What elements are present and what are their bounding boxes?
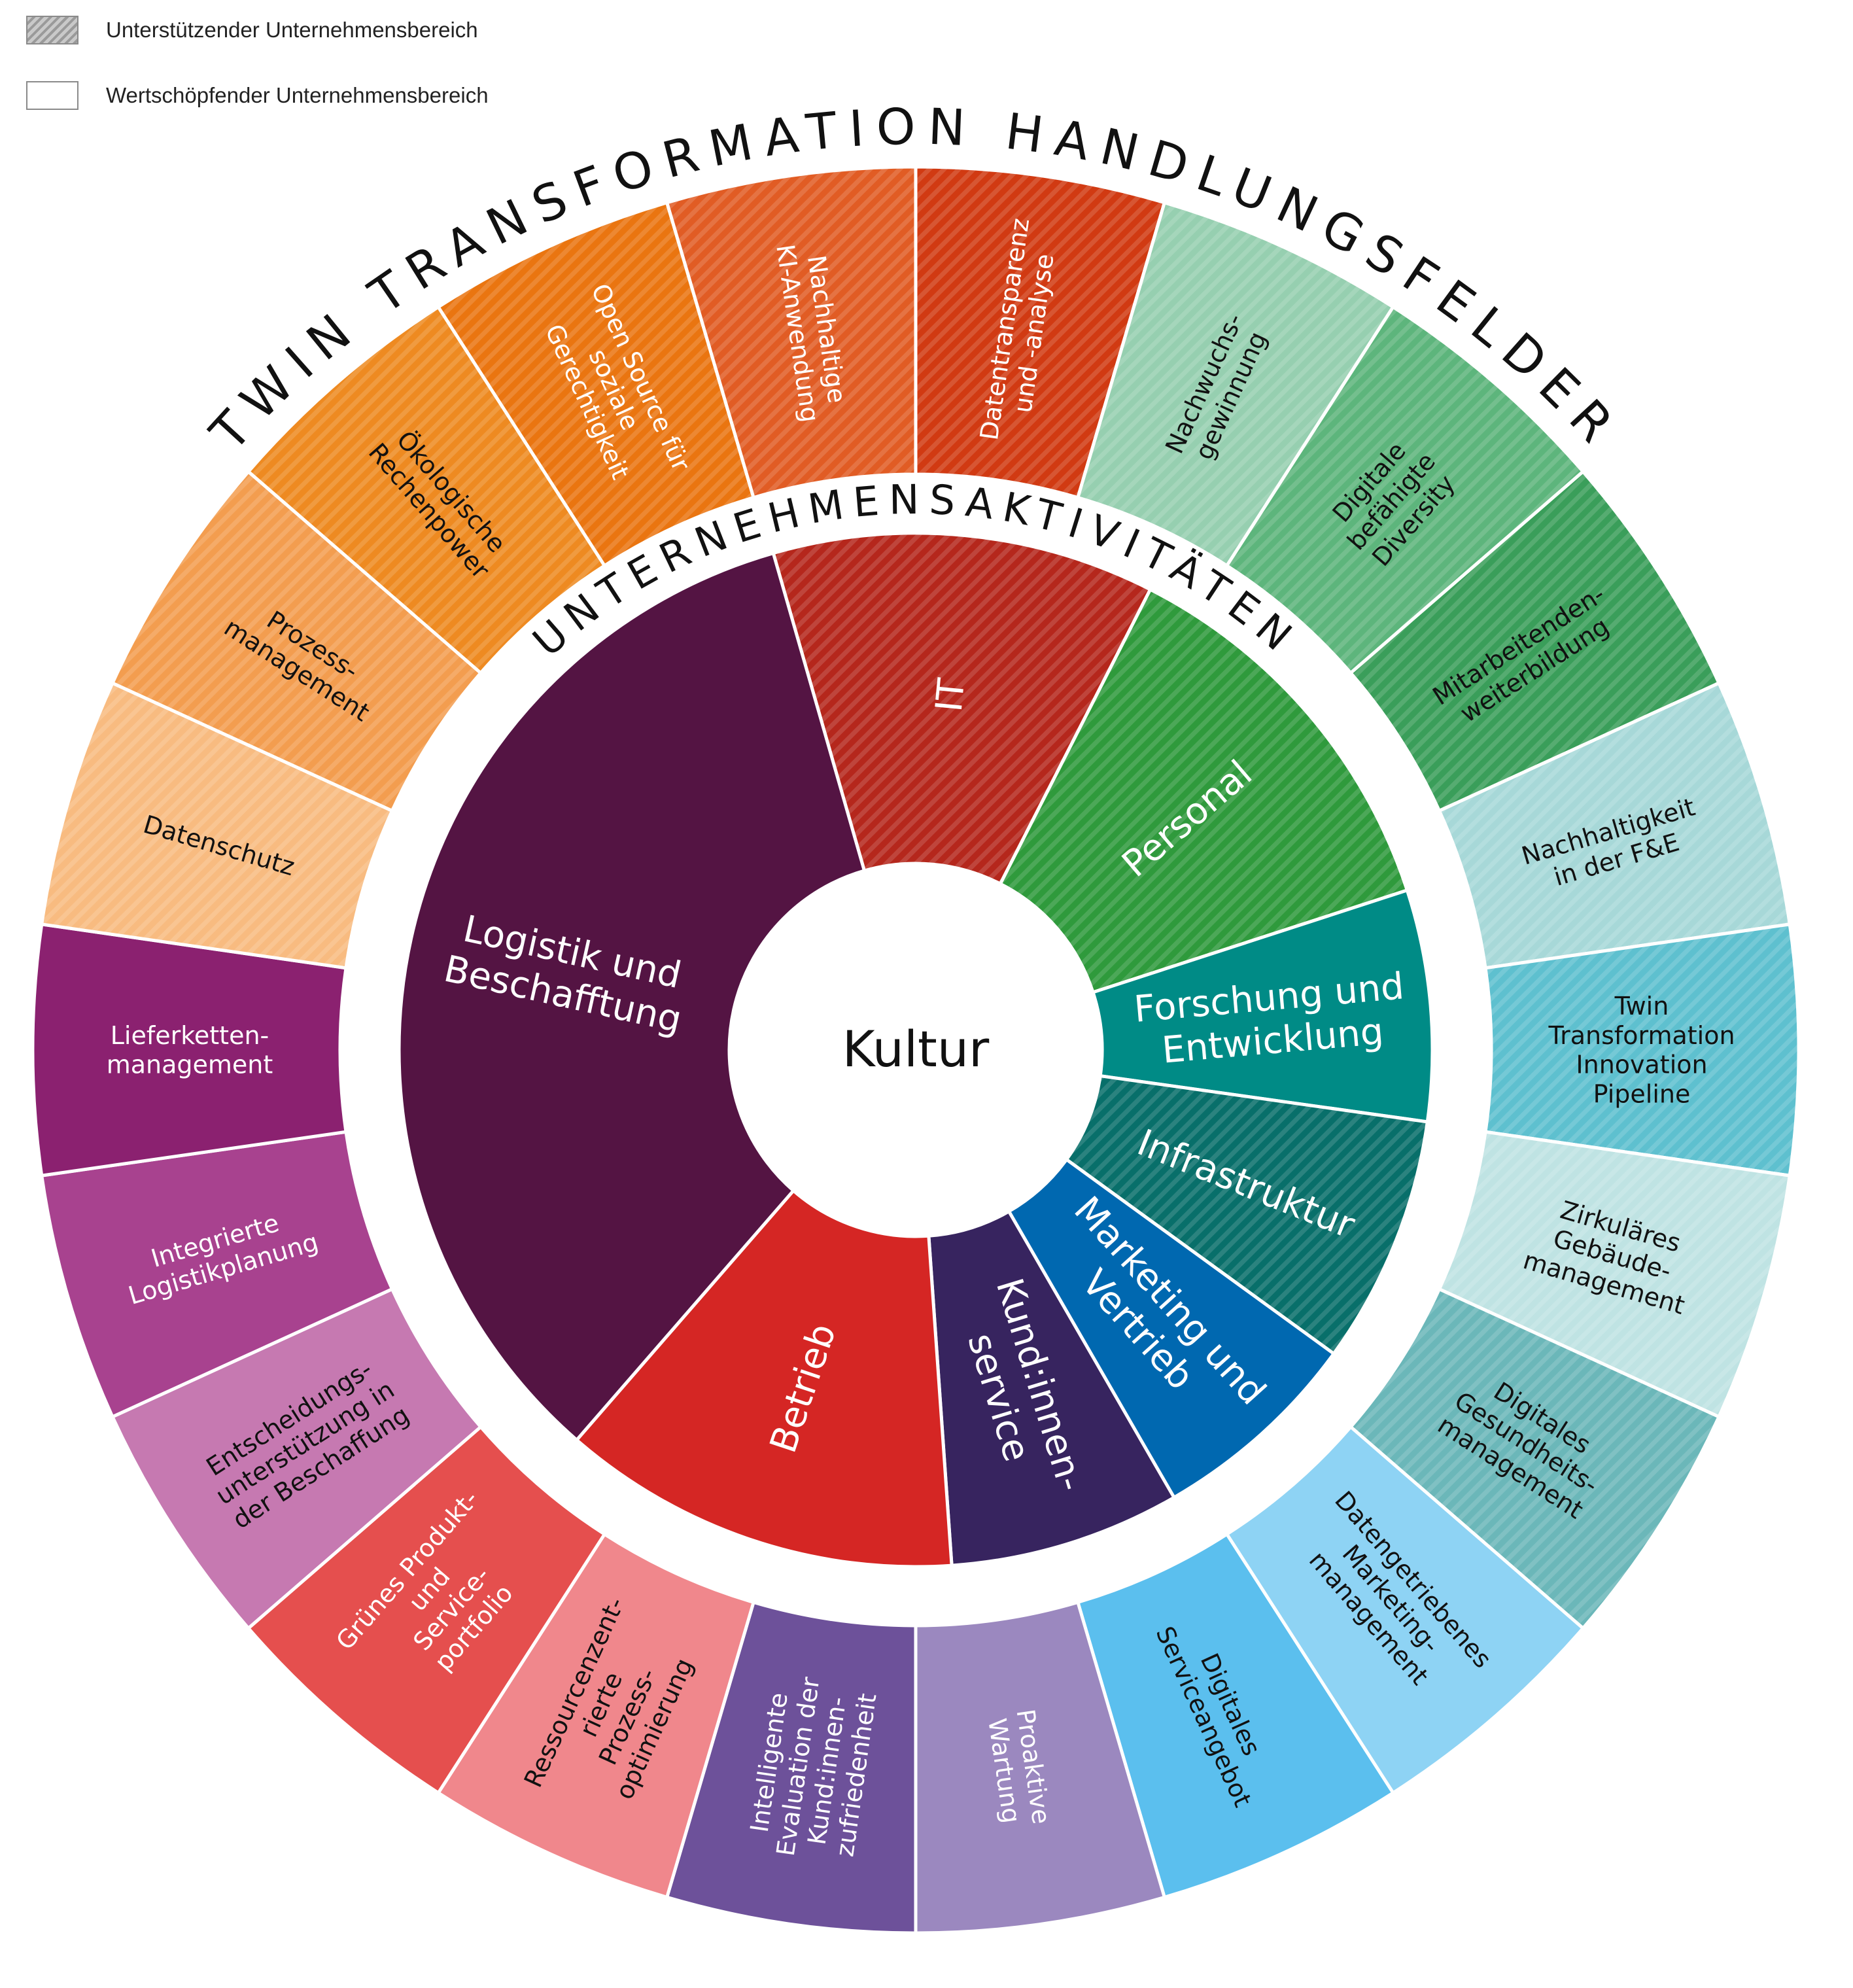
segment-kund-innen-service: Kund:innen-service — [927, 1209, 1177, 1567]
segment-digitales-serviceangebot: DigitalesServiceangebot — [1075, 1531, 1396, 1900]
center-label: Kultur — [842, 1020, 990, 1078]
hatch-overlay — [1351, 1289, 1720, 1629]
plain-swatch-icon — [26, 81, 78, 110]
hatch-overlay — [1439, 1132, 1790, 1417]
segment-forschung-und-entwicklung: Forschung undEntwicklung — [1090, 888, 1434, 1124]
hatch-overlay — [438, 202, 754, 566]
hatch-overlay — [667, 167, 916, 498]
segment-digitales-gesundheits-management: DigitalesGesundheits-management — [1348, 1287, 1722, 1631]
hatch-overlay — [1066, 1075, 1428, 1354]
segment-logistik-und-beschafftung: Logistik undBeschafftung — [397, 551, 867, 1442]
hatch-overlay — [248, 307, 605, 673]
center-circle — [729, 863, 1102, 1236]
hatch-overlay — [1485, 924, 1799, 1176]
segment-zirkuläres-gebäude-management: ZirkuläresGebäude-management — [1437, 1130, 1792, 1420]
hatch-overlay — [1351, 471, 1720, 811]
segment-intelligente-evaluation-der-kund-innen-zufriedenheit: IntelligenteEvaluation derKund:innen-zuf… — [665, 1600, 918, 1935]
segment-wedge — [1007, 1157, 1336, 1500]
segment-grünes-produkt-und-service-portfolio: Grünes Produkt-undService-portfolio — [246, 1424, 607, 1796]
legend: Unterstützender Unternehmensbereich Wert… — [26, 7, 489, 137]
hatch-overlay — [773, 533, 1151, 884]
segment-open-source-für-soziale-gerechtigkeit: Open Source fürsozialeGerechtigkeit — [436, 200, 756, 568]
segment-nachhaltigkeit-in-der-f-e: Nachhaltigkeitin der F&E — [1437, 680, 1792, 970]
segment-label: IT — [928, 676, 974, 714]
segment-ressourcenzent-rierte-prozess-optimierung: Ressourcenzent-rierteProzess-optimierung — [436, 1531, 756, 1900]
hatch-overlay — [41, 683, 392, 968]
segment-label: ZirkuläresGebäude-management — [1520, 1189, 1705, 1320]
hatch-overlay — [1226, 307, 1584, 673]
segment-digitale-befähigte-diversity: DigitalebefähigteDiversity — [1224, 304, 1585, 676]
hatched-swatch-icon — [26, 16, 78, 44]
segment-datenschutz: Datenschutz — [39, 680, 394, 970]
legend-label: Unterstützender Unternehmensbereich — [106, 18, 478, 42]
hatch-overlay — [1077, 202, 1393, 566]
segment-label: Lieferketten-management — [107, 1021, 273, 1079]
legend-item-supporting: Unterstützender Unternehmensbereich — [26, 7, 489, 54]
hatch-overlay — [1000, 589, 1408, 992]
segment-integrierte-logistikplanung: IntegrierteLogistikplanung — [39, 1130, 394, 1420]
hatch-overlay — [112, 471, 481, 811]
legend-label: Wertschöpfender Unternehmensbereich — [106, 83, 489, 107]
segment-mitarbeitenden-weiterbildung: Mitarbeitenden-weiterbildung — [1348, 469, 1722, 813]
hatch-overlay — [1439, 683, 1790, 968]
segment-infrastruktur: Infrastruktur — [1064, 1073, 1430, 1356]
segment-ökologische-rechenpower: ÖkologischeRechenpower — [246, 304, 607, 676]
segment-datentransparenz-und-analyse: Datentransparenzund -analyse — [914, 165, 1167, 500]
segment-it: IT — [771, 531, 1153, 886]
segment-prozess-management: Prozess-management — [110, 469, 483, 813]
segment-label: NachhaltigeKI-Anwendung — [771, 238, 854, 424]
hatch-overlay — [916, 167, 1165, 498]
segment-nachwuchs-gewinnung: Nachwuchs-gewinnung — [1075, 200, 1396, 568]
segment-nachhaltige-ki-anwendung: NachhaltigeKI-Anwendung — [665, 165, 918, 500]
legend-item-value-creating: Wertschöpfender Unternehmensbereich — [26, 72, 489, 119]
segment-datengetriebenes-marketing-management: DatengetriebenesMarketing-management — [1224, 1424, 1585, 1796]
